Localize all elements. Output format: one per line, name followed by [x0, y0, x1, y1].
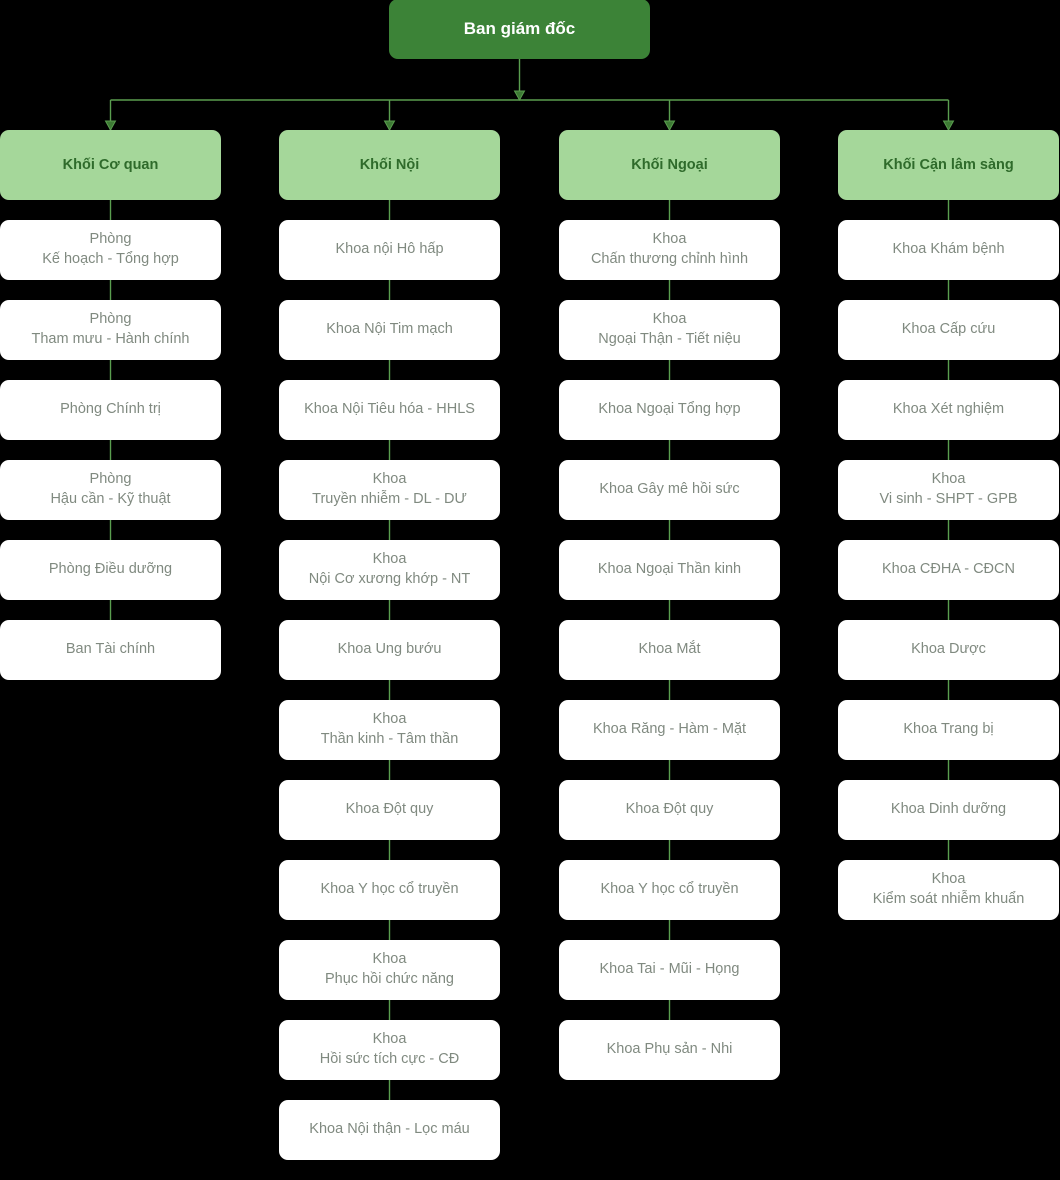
node-1-5-label: Khoa Ung bướu	[337, 641, 442, 658]
node-2-2-label: Khoa Ngoại Tổng hợp	[598, 401, 741, 418]
node-3-1[interactable]: Khoa Cấp cứu	[838, 300, 1059, 360]
node-1-7-label: Khoa Đột quy	[345, 801, 434, 818]
node-2-10-label: Khoa Phụ sản - Nhi	[606, 1041, 733, 1058]
node-root-label: Ban giám đốc	[463, 19, 576, 39]
node-1-8[interactable]: Khoa Y học cổ truyền	[279, 860, 500, 920]
node-2-3-label: Khoa Gây mê hồi sức	[599, 481, 740, 498]
node-3-6-label: Khoa Trang bị	[903, 721, 994, 738]
node-1-2-label: Khoa Nội Tiêu hóa - HHLS	[304, 401, 475, 418]
node-3-0[interactable]: Khoa Khám bệnh	[838, 220, 1059, 280]
node-1-6-label: Khoa Thần kinh - Tâm thần	[320, 711, 459, 747]
node-3-4[interactable]: Khoa CĐHA - CĐCN	[838, 540, 1059, 600]
node-3-8[interactable]: Khoa Kiểm soát nhiễm khuẩn	[838, 860, 1059, 920]
node-0-3[interactable]: Phòng Hậu cần - Kỹ thuật	[0, 460, 221, 520]
node-0-2-label: Phòng Chính trị	[60, 401, 161, 418]
node-0-4-label: Phòng Điều dưỡng	[48, 561, 173, 578]
node-1-10[interactable]: Khoa Hồi sức tích cực - CĐ	[279, 1020, 500, 1080]
node-root[interactable]: Ban giám đốc	[389, 0, 650, 59]
node-0-1-label: Phòng Tham mưu - Hành chính	[31, 311, 190, 347]
node-2-8[interactable]: Khoa Y học cổ truyền	[559, 860, 780, 920]
node-3-8-label: Khoa Kiểm soát nhiễm khuẩn	[872, 871, 1025, 907]
group-header-1[interactable]: Khối Nội	[279, 130, 500, 200]
column-khoi-co-quan: Khối Cơ quan Phòng Kế hoạch - Tổng hợp P…	[0, 130, 221, 700]
node-1-4-label: Khoa Nội Cơ xương khớp - NT	[308, 551, 471, 587]
node-0-0-label: Phòng Kế hoạch - Tổng hợp	[42, 231, 179, 267]
node-3-3-label: Khoa Vi sinh - SHPT - GPB	[879, 471, 1018, 507]
group-header-2-label: Khối Ngoại	[631, 156, 708, 173]
node-0-5-label: Ban Tài chính	[65, 641, 156, 658]
node-2-4[interactable]: Khoa Ngoại Thần kinh	[559, 540, 780, 600]
group-header-0-label: Khối Cơ quan	[62, 156, 159, 173]
node-1-1[interactable]: Khoa Nội Tim mạch	[279, 300, 500, 360]
node-0-4[interactable]: Phòng Điều dưỡng	[0, 540, 221, 600]
node-3-2[interactable]: Khoa Xét nghiệm	[838, 380, 1059, 440]
column-khoi-can-lam-sang: Khối Cận lâm sàng Khoa Khám bệnh Khoa Cấ…	[838, 130, 1059, 940]
node-3-7[interactable]: Khoa Dinh dưỡng	[838, 780, 1059, 840]
node-2-8-label: Khoa Y học cổ truyền	[600, 881, 739, 898]
node-2-6[interactable]: Khoa Răng - Hàm - Mặt	[559, 700, 780, 760]
node-1-9[interactable]: Khoa Phục hồi chức năng	[279, 940, 500, 1000]
node-2-2[interactable]: Khoa Ngoại Tổng hợp	[559, 380, 780, 440]
node-1-9-label: Khoa Phục hồi chức năng	[324, 951, 454, 987]
node-1-4[interactable]: Khoa Nội Cơ xương khớp - NT	[279, 540, 500, 600]
column-khoi-noi: Khối Nội Khoa nội Hô hấp Khoa Nội Tim mạ…	[279, 130, 500, 1180]
group-header-0[interactable]: Khối Cơ quan	[0, 130, 221, 200]
node-2-6-label: Khoa Răng - Hàm - Mặt	[592, 721, 747, 738]
node-3-7-label: Khoa Dinh dưỡng	[890, 801, 1007, 818]
node-2-7[interactable]: Khoa Đột quy	[559, 780, 780, 840]
node-1-6[interactable]: Khoa Thần kinh - Tâm thần	[279, 700, 500, 760]
group-header-1-label: Khối Nội	[359, 156, 420, 173]
node-2-3[interactable]: Khoa Gây mê hồi sức	[559, 460, 780, 520]
node-3-6[interactable]: Khoa Trang bị	[838, 700, 1059, 760]
node-1-11[interactable]: Khoa Nội thận - Lọc máu	[279, 1100, 500, 1160]
node-1-11-label: Khoa Nội thận - Lọc máu	[309, 1121, 470, 1138]
node-0-3-label: Phòng Hậu cần - Kỹ thuật	[50, 471, 171, 507]
node-2-9-label: Khoa Tai - Mũi - Họng	[599, 961, 740, 978]
node-0-1[interactable]: Phòng Tham mưu - Hành chính	[0, 300, 221, 360]
node-3-5[interactable]: Khoa Dược	[838, 620, 1059, 680]
node-1-8-label: Khoa Y học cổ truyền	[320, 881, 459, 898]
node-0-2[interactable]: Phòng Chính trị	[0, 380, 221, 440]
node-2-5[interactable]: Khoa Mắt	[559, 620, 780, 680]
node-2-0[interactable]: Khoa Chấn thương chỉnh hình	[559, 220, 780, 280]
node-3-5-label: Khoa Dược	[911, 641, 986, 658]
node-2-5-label: Khoa Mắt	[638, 641, 701, 658]
node-1-0[interactable]: Khoa nội Hô hấp	[279, 220, 500, 280]
node-3-1-label: Khoa Cấp cứu	[901, 321, 996, 338]
node-1-5[interactable]: Khoa Ung bướu	[279, 620, 500, 680]
node-1-2[interactable]: Khoa Nội Tiêu hóa - HHLS	[279, 380, 500, 440]
node-2-7-label: Khoa Đột quy	[625, 801, 714, 818]
node-3-4-label: Khoa CĐHA - CĐCN	[882, 561, 1015, 578]
group-header-2[interactable]: Khối Ngoại	[559, 130, 780, 200]
node-2-1-label: Khoa Ngoại Thận - Tiết niệu	[598, 311, 741, 347]
node-3-0-label: Khoa Khám bệnh	[892, 241, 1005, 258]
group-header-3-label: Khối Cận lâm sàng	[883, 156, 1014, 173]
node-2-4-label: Khoa Ngoại Thần kinh	[597, 561, 742, 578]
node-1-3-label: Khoa Truyền nhiễm - DL - DƯ	[312, 471, 467, 507]
column-khoi-ngoai: Khối Ngoại Khoa Chấn thương chỉnh hình K…	[559, 130, 780, 1100]
node-1-0-label: Khoa nội Hô hấp	[335, 241, 444, 258]
node-2-10[interactable]: Khoa Phụ sản - Nhi	[559, 1020, 780, 1080]
node-3-3[interactable]: Khoa Vi sinh - SHPT - GPB	[838, 460, 1059, 520]
node-0-0[interactable]: Phòng Kế hoạch - Tổng hợp	[0, 220, 221, 280]
node-1-7[interactable]: Khoa Đột quy	[279, 780, 500, 840]
group-header-3[interactable]: Khối Cận lâm sàng	[838, 130, 1059, 200]
node-1-1-label: Khoa Nội Tim mạch	[326, 321, 453, 338]
node-3-2-label: Khoa Xét nghiệm	[892, 401, 1005, 418]
node-2-1[interactable]: Khoa Ngoại Thận - Tiết niệu	[559, 300, 780, 360]
node-2-9[interactable]: Khoa Tai - Mũi - Họng	[559, 940, 780, 1000]
node-1-3[interactable]: Khoa Truyền nhiễm - DL - DƯ	[279, 460, 500, 520]
node-0-5[interactable]: Ban Tài chính	[0, 620, 221, 680]
node-1-10-label: Khoa Hồi sức tích cực - CĐ	[319, 1031, 460, 1067]
node-2-0-label: Khoa Chấn thương chỉnh hình	[590, 231, 749, 267]
